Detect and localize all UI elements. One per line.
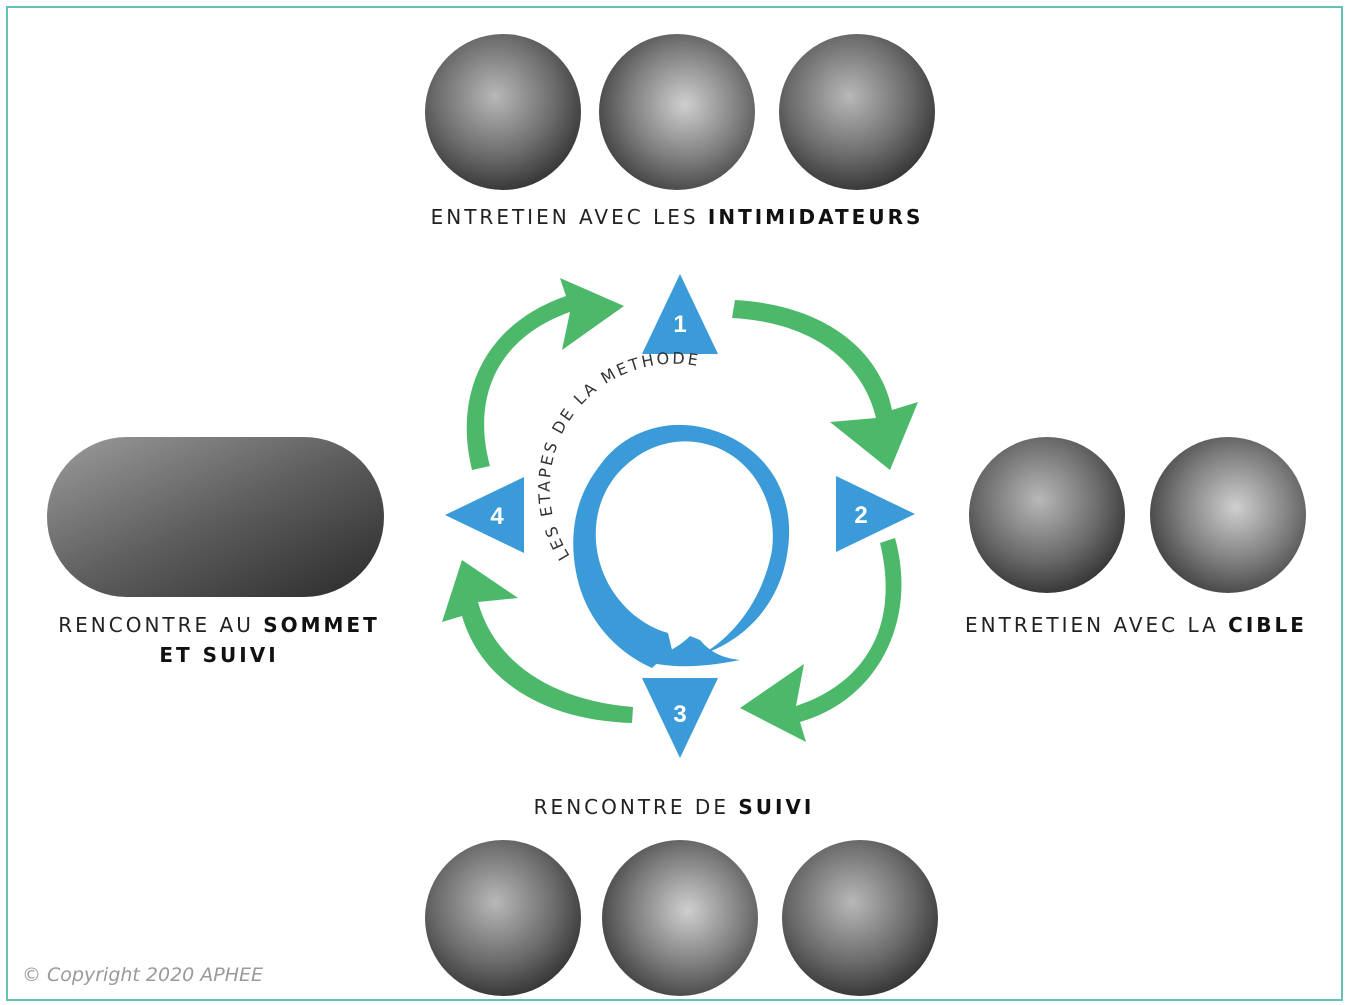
label-step-2-regular: ENTRETIEN AVEC LA bbox=[965, 613, 1229, 637]
arrow-step3-to-step4 bbox=[442, 560, 633, 723]
label-step-1: ENTRETIEN AVEC LES INTIMIDATEURS bbox=[400, 202, 954, 232]
photo-circle bbox=[1150, 437, 1306, 593]
label-step-4-line1: RENCONTRE AU SOMMET bbox=[30, 610, 408, 640]
label-step-4-line2: ET SUIVI bbox=[30, 640, 408, 670]
photo-group-meeting bbox=[47, 437, 384, 597]
label-step-1-regular: ENTRETIEN AVEC LES bbox=[430, 205, 708, 229]
photos-intimidateurs bbox=[425, 34, 935, 190]
photo-circle bbox=[425, 34, 581, 190]
step-number-3: 3 bbox=[673, 701, 686, 728]
photo-circle bbox=[779, 34, 935, 190]
arrow-step2-to-step3 bbox=[740, 538, 902, 742]
speech-bubble-shape bbox=[573, 424, 790, 668]
photo-circle bbox=[782, 840, 938, 996]
label-step-3: RENCONTRE DE SUIVI bbox=[500, 792, 848, 822]
label-step-4-bold: SOMMET bbox=[263, 613, 380, 637]
triangle-step-4 bbox=[445, 477, 524, 553]
speech-bubble bbox=[573, 424, 790, 668]
label-step-4: RENCONTRE AU SOMMET ET SUIVI bbox=[30, 610, 408, 670]
copyright-notice: © Copyright 2020 APHEE bbox=[22, 964, 264, 986]
step-number-4: 4 bbox=[490, 503, 504, 530]
triangle-step-3 bbox=[642, 678, 718, 758]
photos-suivi bbox=[425, 840, 938, 996]
label-step-3-bold: SUIVI bbox=[738, 795, 815, 819]
photos-cible bbox=[969, 437, 1306, 593]
label-step-2-bold: CIBLE bbox=[1228, 613, 1307, 637]
cycle-arrows bbox=[442, 278, 918, 742]
photo-circle bbox=[599, 34, 755, 190]
speech-bubble-tail bbox=[648, 636, 740, 667]
label-step-3-regular: RENCONTRE DE bbox=[533, 795, 739, 819]
arrow-step4-to-step1 bbox=[466, 278, 624, 470]
label-step-2: ENTRETIEN AVEC LA CIBLE bbox=[940, 610, 1332, 640]
diagram-frame bbox=[6, 6, 1343, 1001]
step-markers: 1 2 3 4 bbox=[445, 274, 915, 758]
arrow-step1-to-step2 bbox=[732, 300, 918, 470]
photo-circle bbox=[969, 437, 1125, 593]
label-step-4-regular: RENCONTRE AU bbox=[58, 613, 264, 637]
triangle-step-2 bbox=[836, 476, 915, 552]
step-number-1: 1 bbox=[673, 311, 686, 338]
label-step-1-bold: INTIMIDATEURS bbox=[707, 205, 924, 229]
photo-circle bbox=[602, 840, 758, 996]
photo-circle bbox=[425, 840, 581, 996]
triangle-step-1 bbox=[642, 274, 718, 354]
label-step-4-line2-text: ET SUIVI bbox=[159, 643, 279, 667]
step-number-2: 2 bbox=[854, 502, 867, 529]
